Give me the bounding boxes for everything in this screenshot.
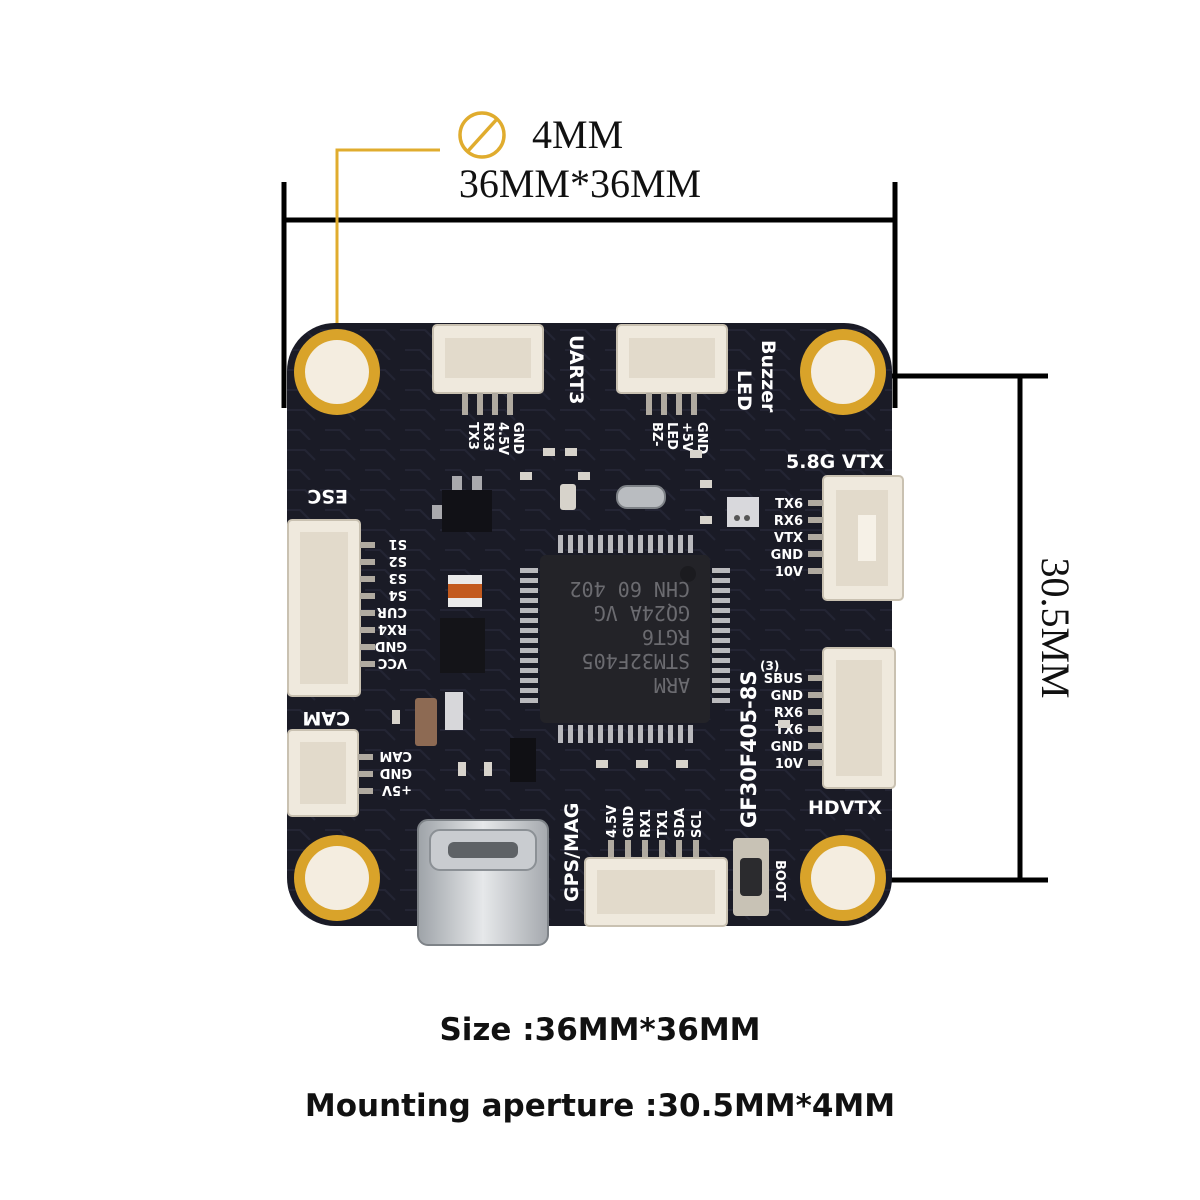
vtx-title: 5.8G VTX: [786, 451, 885, 473]
gps-pin-label: 4.5V: [605, 805, 620, 838]
mcu-marking-line: ARM: [654, 673, 690, 697]
mcu-marking-line: CHN 60 402: [570, 577, 690, 601]
esc-pin-label: GND: [374, 638, 407, 653]
board-model-superscript: (3): [760, 659, 779, 673]
buzzer-title: Buzzer: [757, 340, 779, 413]
mcu-marking-line: STM32F405: [582, 649, 690, 673]
board-model-label: GF30F405-8S (3): [737, 659, 779, 828]
mcu-marking-line: RGT6: [642, 625, 690, 649]
gps-pin-label: GND: [622, 805, 637, 838]
uart3-pin-label: RX3: [480, 422, 495, 451]
mcu-chip: ARM STM32F405 RGT6 GQ24A VG CHN 60 402: [520, 535, 730, 743]
hdvtx-pin-label: GND: [771, 740, 804, 755]
gps-pin-label: SCL: [690, 811, 705, 838]
uart3-title: UART3: [565, 335, 587, 405]
gps-mag-connector: GPS/MAG 4.5V GND RX1 TX1 SDA SCL: [561, 803, 728, 927]
diameter-icon: [458, 111, 506, 159]
board-model: GF30F405-8S: [737, 671, 761, 828]
led-buzzer-connector: LED Buzzer BZ- LED +5V GND: [616, 324, 779, 455]
esc-pin-label: VCC: [378, 655, 407, 670]
gps-mag-title: GPS/MAG: [561, 803, 583, 902]
uart3-pin-label: GND: [510, 422, 525, 455]
mounting-hole-bottom-right: [800, 835, 886, 921]
cam-pin-label: GND: [379, 765, 412, 780]
gps-pin-label: TX1: [656, 810, 671, 838]
cam-pin-label: CAM: [379, 748, 412, 763]
flight-controller-board: UART3 TX3 RX3 4.5V GND LED Buzzer BZ- LE…: [287, 323, 904, 946]
esc-connector: ESC S1 S2 S3 S4 CUR RX4 GND VCC: [287, 485, 407, 697]
mounting-hole-top-left: [294, 329, 380, 415]
boot-label: BOOT: [772, 860, 787, 901]
vtx-pin-label: 10V: [775, 565, 803, 580]
led-buzzer-pin-label: +5V: [679, 422, 694, 452]
led-buzzer-pin-label: LED: [664, 422, 679, 450]
hole-diameter-label: 4MM: [532, 112, 623, 157]
led-title: LED: [733, 370, 755, 411]
uart3-pin-label: 4.5V: [495, 422, 510, 455]
hdvtx-pin-label: GND: [771, 689, 804, 704]
esc-pin-label: S3: [389, 570, 407, 585]
esc-pin-label: CUR: [377, 604, 407, 619]
mounting-aperture-caption: Mounting aperture :30.5MM*4MM: [304, 1088, 896, 1124]
smd-components: [392, 448, 790, 782]
esc-pin-label: S2: [389, 553, 407, 568]
cam-pin-label: +5V: [382, 782, 412, 797]
mcu-marking-line: GQ24A VG: [594, 601, 690, 625]
esc-title: ESC: [307, 485, 348, 507]
hdvtx-pin-label: 10V: [775, 757, 803, 772]
width-dimension: 36MM*36MM: [281, 161, 898, 408]
cam-title: CAM: [302, 707, 350, 729]
esc-pin-label: RX4: [378, 621, 407, 636]
vtx-connector: 5.8G VTX TX6 RX6 VTX GND 10V: [771, 451, 904, 601]
vtx-pin-label: GND: [771, 548, 804, 563]
led-buzzer-pin-label: GND: [694, 422, 709, 455]
esc-pin-label: S4: [389, 587, 407, 602]
hdvtx-pin-label: RX6: [774, 706, 803, 721]
vtx-pin-label: RX6: [774, 514, 803, 529]
size-caption: Size :36MM*36MM: [439, 1012, 761, 1048]
hdvtx-pin-label: SBUS: [764, 672, 803, 687]
uart3-connector: UART3 TX3 RX3 4.5V GND: [432, 324, 587, 455]
mounting-spacing-label: 30.5MM: [1033, 557, 1078, 698]
hdvtx-connector: SBUS GND RX6 TX6 GND 10V HDVTX: [764, 647, 896, 819]
cam-connector: CAM CAM GND +5V: [287, 707, 412, 817]
hdvtx-title: HDVTX: [808, 797, 882, 819]
hole-diameter-callout: 4MM: [335, 111, 623, 372]
usb-c-port: [417, 819, 549, 946]
led-buzzer-pin-label: BZ-: [649, 422, 664, 447]
vtx-pin-label: VTX: [774, 531, 803, 546]
uart3-pin-label: TX3: [465, 422, 480, 450]
boot-button: BOOT: [733, 838, 787, 916]
mounting-hole-top-right: [800, 329, 886, 415]
esc-pin-label: S1: [389, 536, 407, 551]
board-size-label: 36MM*36MM: [459, 161, 701, 206]
mounting-hole-bottom-left: [294, 835, 380, 921]
gps-pin-label: RX1: [639, 809, 654, 838]
gps-pin-label: SDA: [673, 808, 688, 838]
vtx-pin-label: TX6: [775, 497, 803, 512]
